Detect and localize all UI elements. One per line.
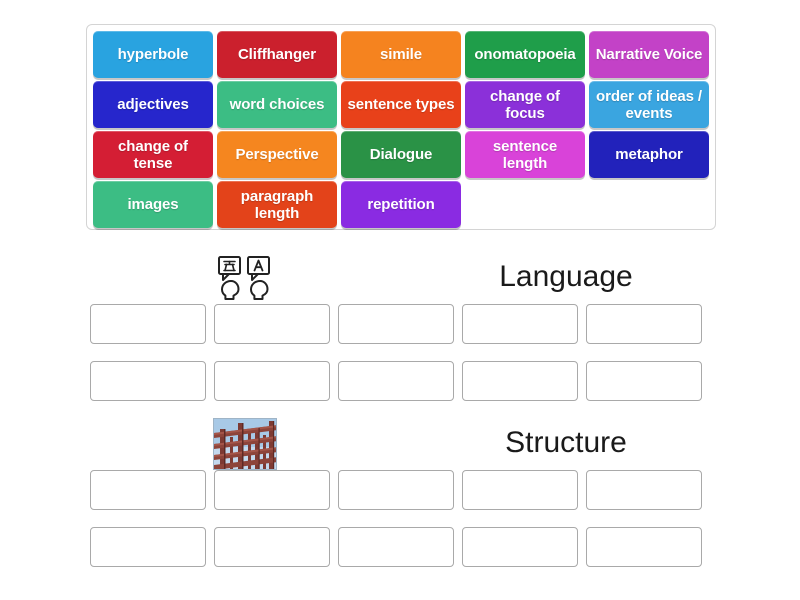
dropzone-language-2[interactable] [214, 304, 330, 344]
dropzone-row [86, 470, 716, 518]
dropzone-language-9[interactable] [462, 361, 578, 401]
dropzone-language-5[interactable] [586, 304, 702, 344]
dropzone-language-6[interactable] [90, 361, 206, 401]
tile-repetition[interactable]: repetition [341, 181, 461, 228]
tile-order-of-ideas-events[interactable]: order of ideas / events [589, 81, 709, 128]
dropzone-grid-language [86, 304, 716, 409]
dropzone-structure-2[interactable] [214, 470, 330, 510]
tile-dialogue[interactable]: Dialogue [341, 131, 461, 178]
dropzone-row [86, 527, 716, 575]
category-structure-title: Structure [505, 426, 627, 459]
dropzone-structure-10[interactable] [586, 527, 702, 567]
dropzone-language-1[interactable] [90, 304, 206, 344]
dropzone-structure-8[interactable] [338, 527, 454, 567]
dropzone-structure-6[interactable] [90, 527, 206, 567]
category-language-title: Language [499, 260, 633, 293]
tile-cliffhanger[interactable]: Cliffhanger [217, 31, 337, 78]
dropzone-structure-4[interactable] [462, 470, 578, 510]
dropzone-structure-3[interactable] [338, 470, 454, 510]
tile-word-choices[interactable]: word choices [217, 81, 337, 128]
tile-paragraph-length[interactable]: paragraph length [217, 181, 337, 228]
tile-metaphor[interactable]: metaphor [589, 131, 709, 178]
dropzone-row [86, 361, 716, 409]
dropzone-row [86, 304, 716, 352]
dropzone-structure-1[interactable] [90, 470, 206, 510]
category-structure-header: Structure [86, 416, 716, 470]
tile-images[interactable]: images [93, 181, 213, 228]
tile-adjectives[interactable]: adjectives [93, 81, 213, 128]
steel-girders-photo [213, 418, 277, 470]
dropzone-grid-structure [86, 470, 716, 575]
dropzone-language-7[interactable] [214, 361, 330, 401]
dropzone-language-3[interactable] [338, 304, 454, 344]
tile-sentence-types[interactable]: sentence types [341, 81, 461, 128]
category-structure: Structure [86, 416, 716, 584]
tile-sentence-length[interactable]: sentence length [465, 131, 585, 178]
tile-change-of-tense[interactable]: change of tense [93, 131, 213, 178]
tile-hyperbole[interactable]: hyperbole [93, 31, 213, 78]
tile-perspective[interactable]: Perspective [217, 131, 337, 178]
tile-slot-empty [589, 181, 709, 228]
steel-girders-photo-icon [212, 416, 278, 472]
dropzone-structure-5[interactable] [586, 470, 702, 510]
category-language-header: Language [86, 250, 716, 304]
tile-narrative-voice[interactable]: Narrative Voice [589, 31, 709, 78]
speech-bubbles-heads-icon [212, 252, 278, 304]
tile-change-of-focus[interactable]: change of focus [465, 81, 585, 128]
dropzone-language-4[interactable] [462, 304, 578, 344]
dropzone-structure-9[interactable] [462, 527, 578, 567]
tile-slot-empty [465, 181, 585, 228]
dropzone-language-8[interactable] [338, 361, 454, 401]
dropzone-language-10[interactable] [586, 361, 702, 401]
tile-onomatopoeia[interactable]: onomatopoeia [465, 31, 585, 78]
dropzone-structure-7[interactable] [214, 527, 330, 567]
tile-simile[interactable]: simile [341, 31, 461, 78]
category-language: Language [86, 250, 716, 418]
